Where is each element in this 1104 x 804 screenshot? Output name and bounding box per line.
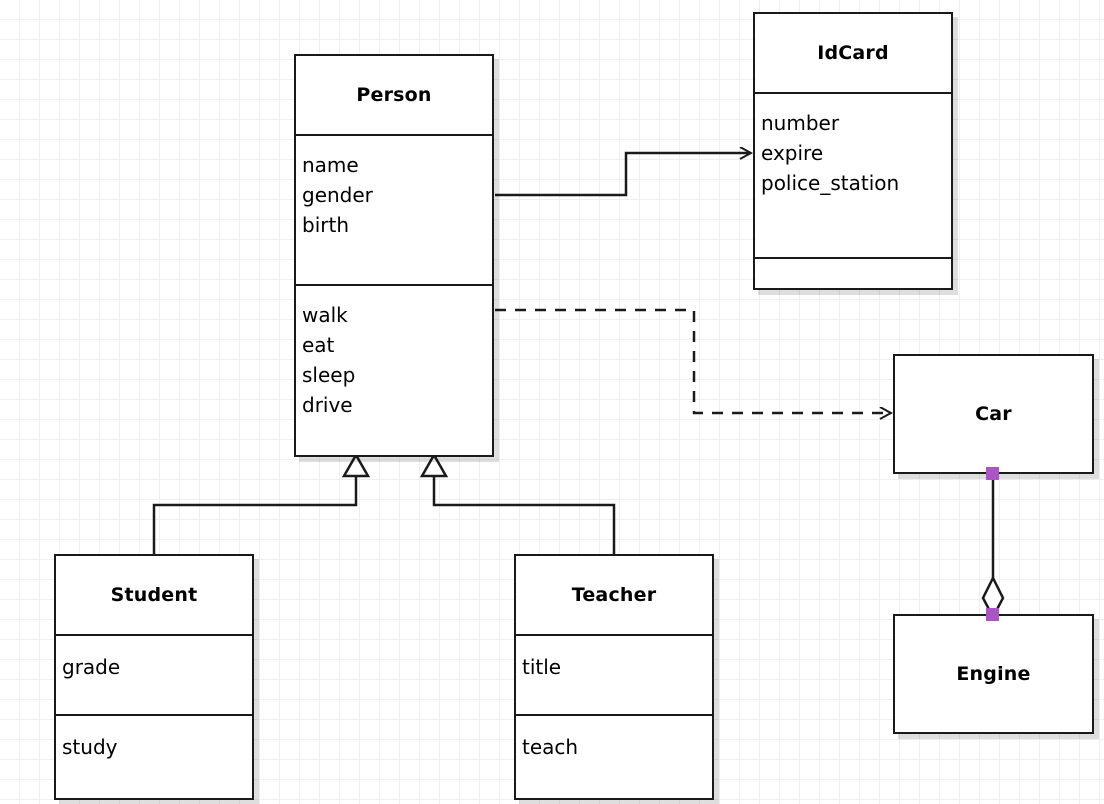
attribute-item: grade bbox=[62, 655, 121, 679]
attribute-item: title bbox=[522, 655, 562, 679]
class-attributes-compartment-person: name gender birth bbox=[296, 134, 492, 284]
attribute-item: gender bbox=[302, 183, 373, 207]
class-title-compartment-student: Student bbox=[56, 556, 252, 634]
class-attributes-compartment-teacher: title bbox=[516, 634, 712, 714]
class-title-compartment-teacher: Teacher bbox=[516, 556, 712, 634]
class-name-engine: Engine bbox=[956, 663, 1031, 685]
attribute-item: police_station bbox=[761, 171, 900, 195]
class-name-student: Student bbox=[110, 584, 198, 606]
edge-car-engine[interactable] bbox=[981, 474, 1005, 620]
attribute-item: name bbox=[302, 153, 359, 177]
edge-person-car[interactable] bbox=[495, 308, 891, 413]
edge-handle-car-end[interactable] bbox=[986, 467, 999, 480]
class-methods-compartment-idcard bbox=[755, 257, 951, 288]
class-box-person[interactable]: Person name gender birth walk eat sleep … bbox=[294, 54, 494, 457]
class-box-teacher[interactable]: Teacher title teach bbox=[514, 554, 714, 800]
class-attributes-compartment-student: grade bbox=[56, 634, 252, 714]
class-name-person: Person bbox=[356, 84, 432, 106]
class-title-compartment-person: Person bbox=[296, 56, 492, 134]
method-item: eat bbox=[302, 333, 335, 357]
edge-handle-engine-end[interactable] bbox=[986, 608, 999, 621]
class-methods-compartment-student: study bbox=[56, 714, 252, 798]
edge-student-person[interactable] bbox=[152, 452, 371, 556]
method-item: walk bbox=[302, 303, 348, 327]
class-name-teacher: Teacher bbox=[571, 584, 657, 606]
method-item: teach bbox=[522, 735, 579, 759]
class-box-student[interactable]: Student grade study bbox=[54, 554, 254, 800]
class-box-idcard[interactable]: IdCard number expire police_station bbox=[753, 12, 953, 290]
class-attributes-compartment-idcard: number expire police_station bbox=[755, 92, 951, 257]
generalization-triangle-student bbox=[341, 452, 371, 478]
edge-teacher-person[interactable] bbox=[419, 452, 616, 556]
method-item: drive bbox=[302, 393, 353, 417]
class-box-engine[interactable]: Engine bbox=[893, 614, 1094, 734]
method-item: study bbox=[62, 735, 118, 759]
attribute-item: number bbox=[761, 111, 840, 135]
class-name-car: Car bbox=[975, 403, 1012, 425]
method-item: sleep bbox=[302, 363, 356, 387]
class-box-car[interactable]: Car bbox=[893, 354, 1094, 474]
class-title-compartment-engine: Engine bbox=[895, 616, 1092, 732]
attribute-item: birth bbox=[302, 213, 349, 237]
class-methods-compartment-person: walk eat sleep drive bbox=[296, 284, 492, 455]
class-name-idcard: IdCard bbox=[817, 42, 889, 64]
attribute-item: expire bbox=[761, 141, 824, 165]
edge-person-idcard[interactable] bbox=[495, 153, 751, 197]
class-methods-compartment-teacher: teach bbox=[516, 714, 712, 798]
class-title-compartment-idcard: IdCard bbox=[755, 14, 951, 92]
class-title-compartment-car: Car bbox=[895, 356, 1092, 472]
generalization-triangle-teacher bbox=[419, 452, 449, 478]
